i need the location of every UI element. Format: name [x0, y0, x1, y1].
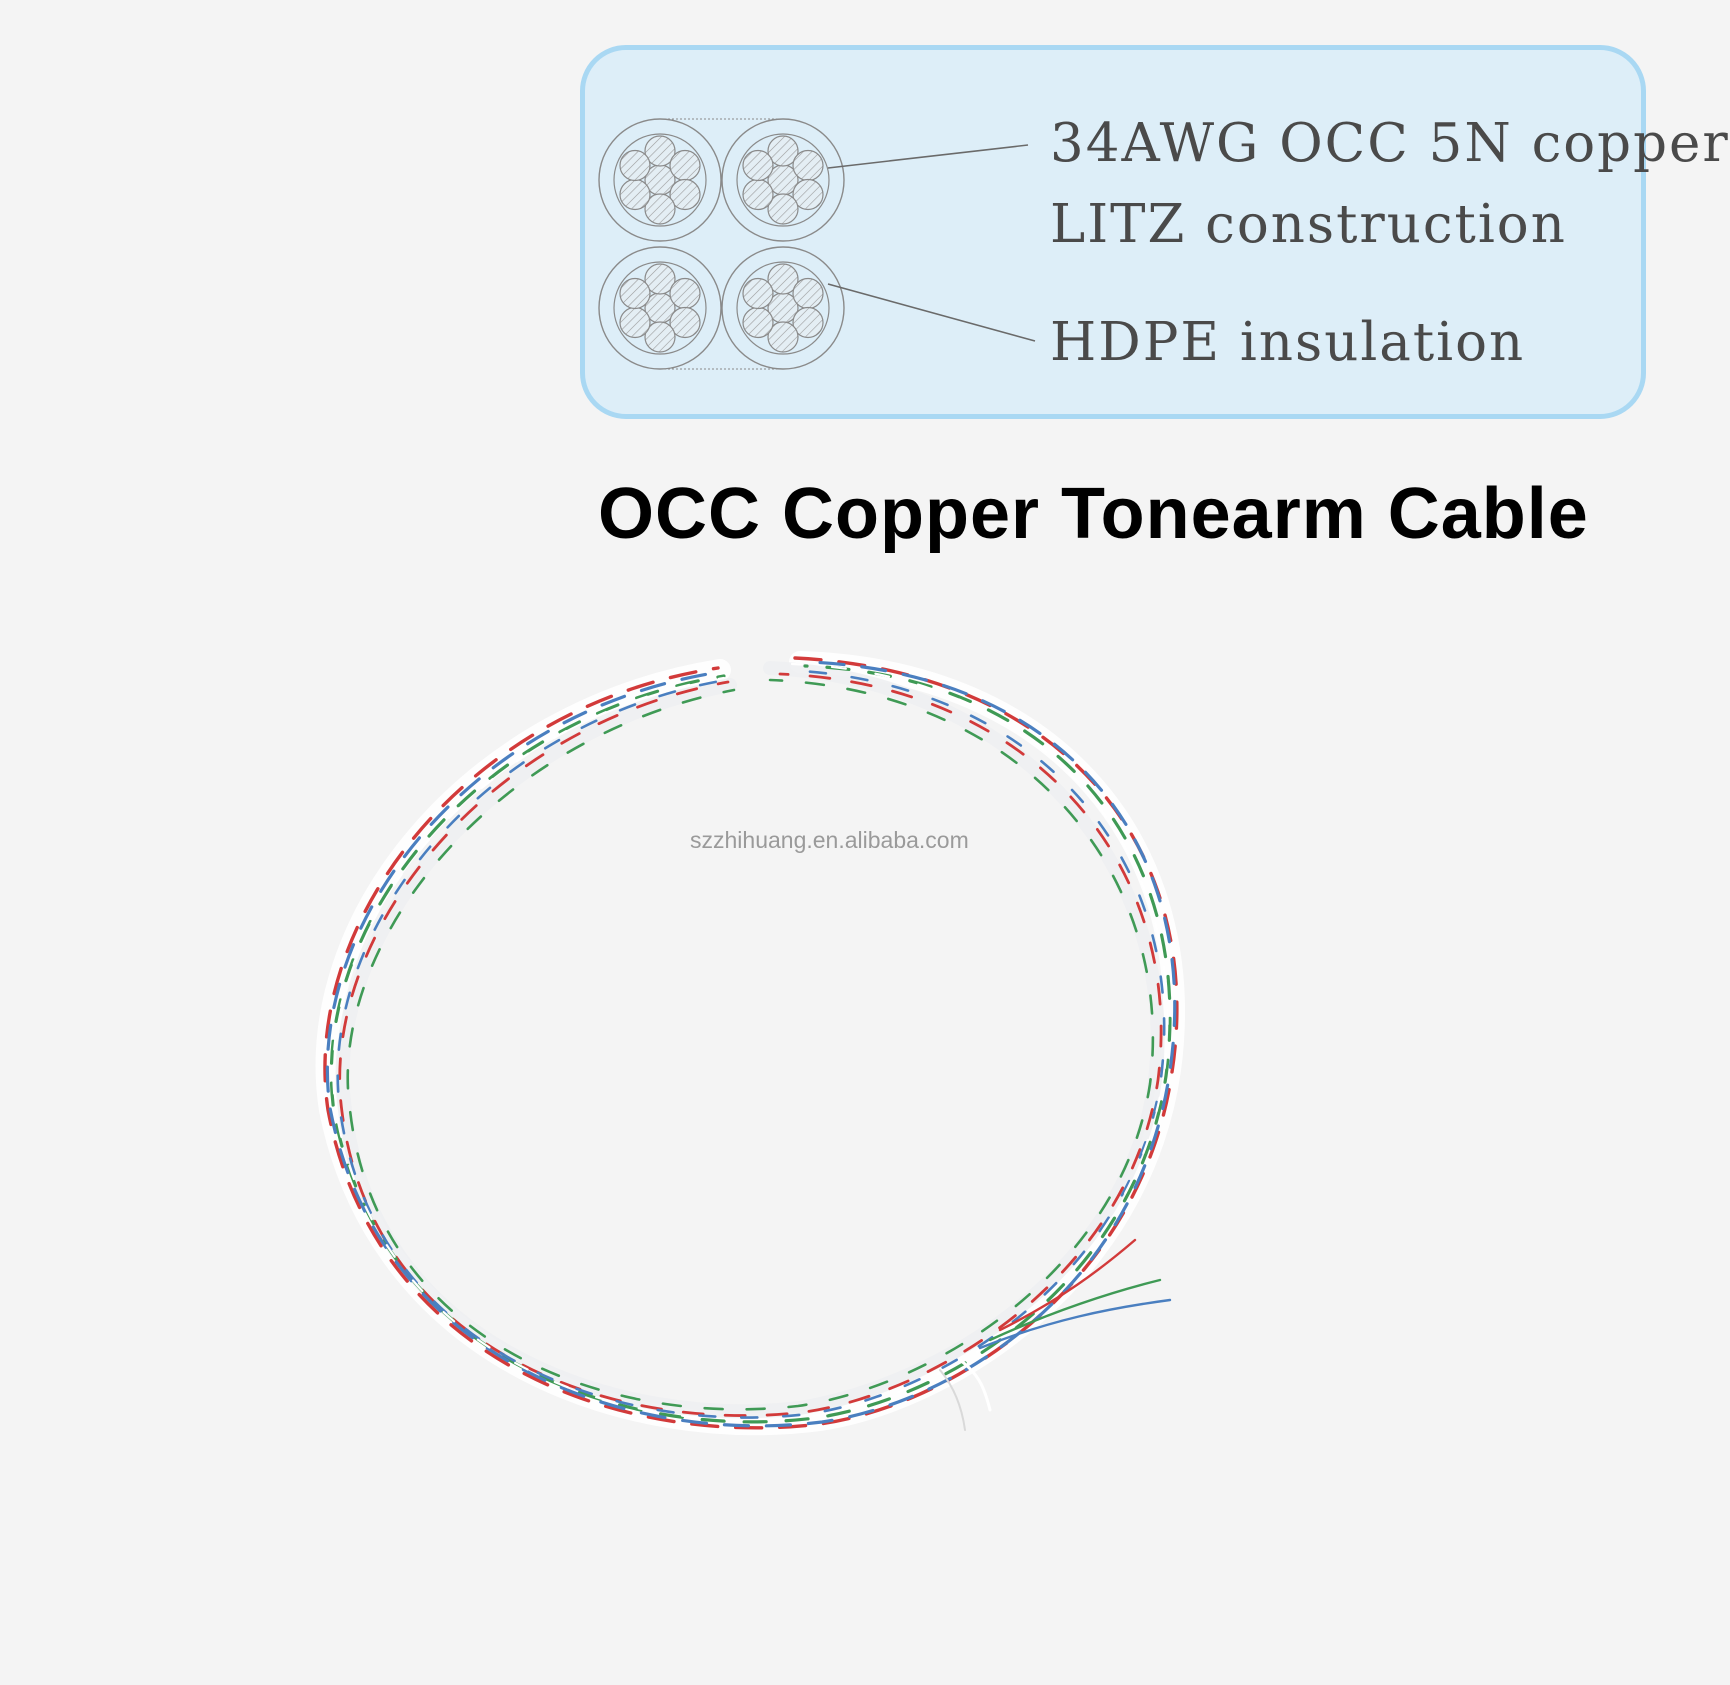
spec-insulation-label: HDPE insulation: [1050, 312, 1526, 373]
spec-construction-label: LITZ construction: [1050, 194, 1567, 255]
cable-coil-image: [315, 651, 1185, 1436]
product-title: OCC Copper Tonearm Cable: [598, 474, 1589, 554]
spec-panel: [580, 45, 1646, 419]
cable-cross-section-icon: [598, 118, 845, 370]
product-image-page: 34AWG OCC 5N copper LITZ construction HD…: [315, 45, 1728, 1436]
spec-conductor-label: 34AWG OCC 5N copper: [1050, 113, 1730, 174]
watermark-text: szzhihuang.en.alibaba.com: [690, 827, 969, 853]
